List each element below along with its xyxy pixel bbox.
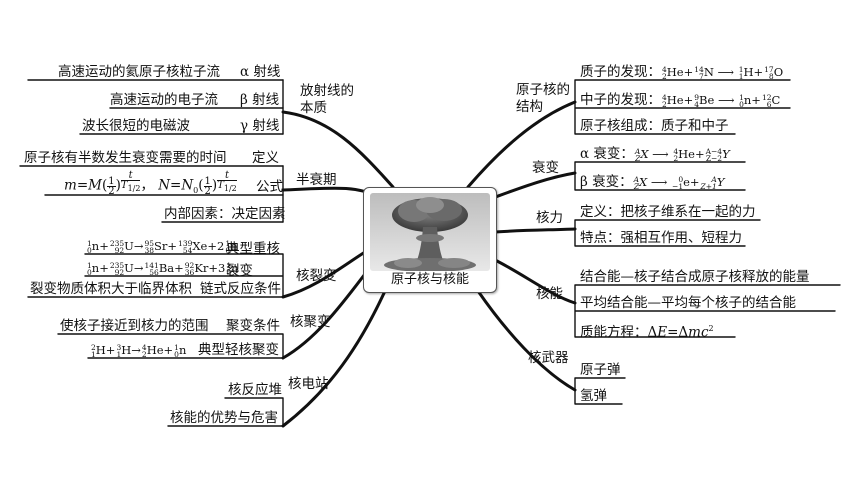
center-title: 原子核与核能 xyxy=(390,272,469,287)
branch-decay xyxy=(485,171,577,202)
center-node: 原子核与核能 xyxy=(363,187,497,293)
mushroom-cloud-image xyxy=(370,193,490,271)
category-fission: 核裂变 xyxy=(296,268,337,284)
radiation-alpha-tag: α 射线 xyxy=(240,64,281,80)
category-nuclear-force: 核力 xyxy=(536,210,563,226)
branch-energy xyxy=(493,258,577,305)
half-life-definition-tag: 定义 xyxy=(252,150,279,166)
category-fusion: 核聚变 xyxy=(290,314,331,330)
half-life-factor: 内部因素：决定因素 xyxy=(164,206,286,222)
category-structure: 原子核的结构 xyxy=(516,82,570,115)
weapon-atomic-bomb: 原子弹 xyxy=(580,362,621,378)
plant-pros-cons: 核能的优势与危害 xyxy=(170,410,278,426)
half-life-definition-text: 原子核有半数发生衰变需要的时间 xyxy=(24,150,227,166)
category-decay: 衰变 xyxy=(532,160,559,176)
branch-structure xyxy=(466,100,577,189)
force-definition: 定义：把核子维系在一起的力 xyxy=(580,204,756,220)
category-weapons: 核武器 xyxy=(528,350,569,366)
radiation-gamma-tag: γ 射线 xyxy=(240,118,280,134)
radiation-gamma-text: 波长很短的电磁波 xyxy=(82,118,190,134)
branch-fission xyxy=(281,250,367,299)
force-feature: 特点：强相互作用、短程力 xyxy=(580,230,742,246)
fission-condition-tag: 链式反应条件 xyxy=(200,281,281,297)
branch-force xyxy=(493,227,577,234)
fusion-condition-tag: 聚变条件 xyxy=(226,318,280,334)
branch-radiation xyxy=(281,110,395,189)
fission-typical-tag: 典型重核裂变 xyxy=(226,241,280,279)
radiation-beta-text: 高速运动的电子流 xyxy=(110,92,218,108)
category-radiation: 放射线的本质 xyxy=(300,83,354,116)
radiation-alpha-text: 高速运动的氦原子核粒子流 xyxy=(58,64,220,80)
fusion-typical-tag: 典型轻核聚变 xyxy=(198,342,279,358)
branch-fusion xyxy=(281,268,370,360)
fusion-condition-text: 使核子接近到核力的范围 xyxy=(60,318,209,334)
nucleus-composition: 原子核组成：质子和中子 xyxy=(580,118,729,134)
weapon-hydrogen-bomb: 氢弹 xyxy=(580,388,607,404)
fission-condition-text: 裂变物质体积大于临界体积 xyxy=(30,281,192,297)
category-nuclear-plant: 核电站 xyxy=(288,376,329,392)
mass-energy-equation: 质能方程：ΔE=Δmc2 xyxy=(580,324,714,341)
radiation-beta-tag: β 射线 xyxy=(240,92,280,108)
category-half-life: 半衰期 xyxy=(296,172,337,188)
average-binding-energy: 平均结合能—平均每个核子的结合能 xyxy=(580,295,796,311)
binding-energy: 结合能—核子结合成原子核释放的能量 xyxy=(580,269,810,285)
plant-reactor: 核反应堆 xyxy=(228,382,282,398)
branch-weapons xyxy=(476,289,577,392)
half-life-formula-tag: 公式 xyxy=(256,179,283,195)
branch-plant xyxy=(281,289,387,428)
category-nuclear-energy: 核能 xyxy=(536,286,563,302)
